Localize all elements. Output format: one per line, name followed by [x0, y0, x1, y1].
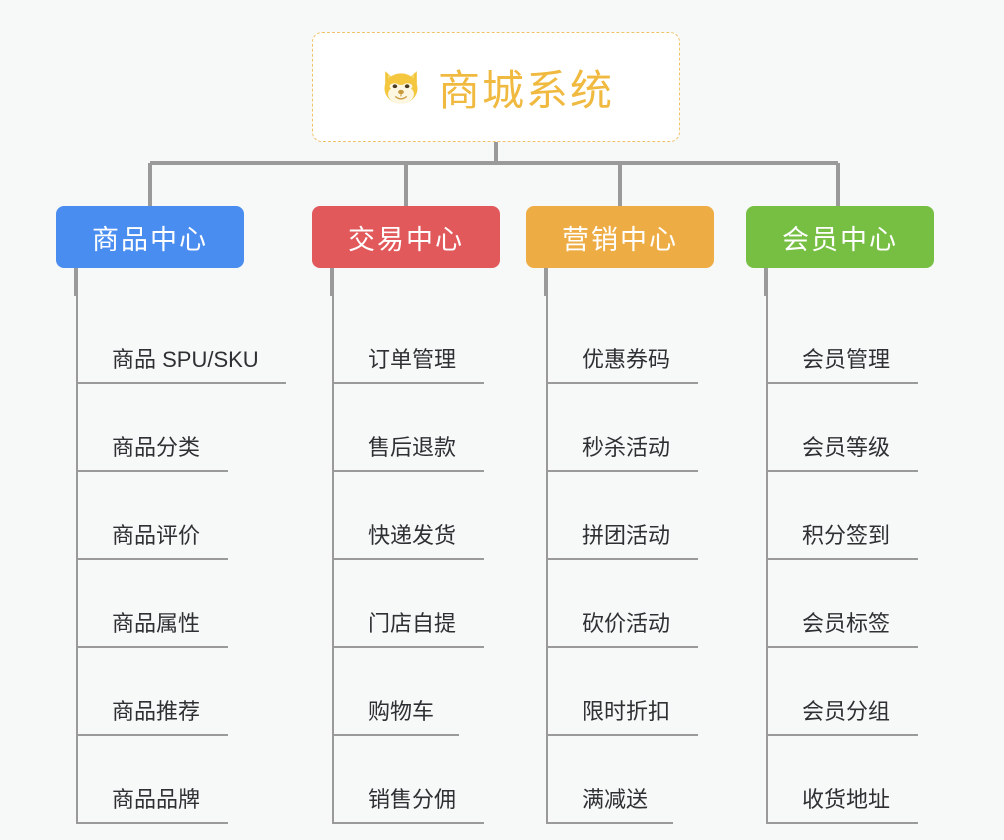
leaf-list-trade-center: 订单管理 售后退款 快递发货 门店自提 购物车 销售分佣 — [332, 296, 512, 824]
column-product-center: 商品中心 商品 SPU/SKU 商品分类 商品评价 商品属性 商品推荐 商品品牌 — [56, 206, 286, 824]
leaf-label: 商品推荐 — [112, 698, 201, 724]
root-node[interactable]: 商城系统 — [312, 32, 680, 142]
column-header-member-center[interactable]: 会员中心 — [746, 206, 934, 268]
list-item[interactable]: 积分签到 — [768, 472, 918, 560]
list-item[interactable]: 商品属性 — [78, 560, 228, 648]
leaf-label: 拼团活动 — [582, 522, 671, 548]
leaf-label: 购物车 — [368, 698, 435, 724]
leaf-label: 订单管理 — [368, 346, 457, 372]
leaf-label: 会员分组 — [802, 698, 891, 724]
leaf-label: 快递发货 — [368, 522, 457, 548]
leaf-label: 门店自提 — [368, 610, 457, 636]
leaf-label: 积分签到 — [802, 522, 891, 548]
list-item[interactable]: 砍价活动 — [548, 560, 698, 648]
leaf-list-marketing-center: 优惠券码 秒杀活动 拼团活动 砍价活动 限时折扣 满减送 — [546, 296, 726, 824]
list-item[interactable]: 快递发货 — [334, 472, 484, 560]
leaf-label: 商品分类 — [112, 434, 201, 460]
root-title: 商城系统 — [437, 66, 614, 114]
list-item[interactable]: 购物车 — [334, 648, 459, 736]
list-item[interactable]: 秒杀活动 — [548, 384, 698, 472]
column-header-marketing-center[interactable]: 营销中心 — [526, 206, 714, 268]
list-item[interactable]: 会员分组 — [768, 648, 918, 736]
list-item[interactable]: 优惠券码 — [548, 296, 698, 384]
list-item[interactable]: 商品 SPU/SKU — [78, 296, 286, 384]
leaf-label: 商品评价 — [112, 522, 201, 548]
list-item[interactable]: 会员管理 — [768, 296, 918, 384]
list-item[interactable]: 商品评价 — [78, 472, 228, 560]
dog-face-icon — [378, 64, 424, 110]
leaf-label: 限时折扣 — [582, 698, 671, 724]
column-member-center: 会员中心 会员管理 会员等级 积分签到 会员标签 会员分组 收货地址 — [746, 206, 946, 824]
leaf-label: 商品属性 — [112, 610, 201, 636]
leaf-label: 会员管理 — [802, 346, 891, 372]
list-item[interactable]: 商品分类 — [78, 384, 228, 472]
column-header-trade-center[interactable]: 交易中心 — [312, 206, 500, 268]
list-item[interactable]: 会员标签 — [768, 560, 918, 648]
list-item[interactable]: 商品品牌 — [78, 736, 228, 824]
leaf-label: 会员标签 — [802, 610, 891, 636]
list-item[interactable]: 会员等级 — [768, 384, 918, 472]
leaf-label: 优惠券码 — [582, 346, 671, 372]
list-item[interactable]: 限时折扣 — [548, 648, 698, 736]
list-item[interactable]: 门店自提 — [334, 560, 484, 648]
list-item[interactable]: 满减送 — [548, 736, 673, 824]
list-item[interactable]: 售后退款 — [334, 384, 484, 472]
leaf-label: 商品 SPU/SKU — [112, 346, 259, 372]
list-item[interactable]: 订单管理 — [334, 296, 484, 384]
list-item[interactable]: 销售分佣 — [334, 736, 484, 824]
leaf-label: 会员等级 — [802, 434, 891, 460]
leaf-label: 满减送 — [582, 786, 649, 812]
column-trade-center: 交易中心 订单管理 售后退款 快递发货 门店自提 购物车 销售分佣 — [312, 206, 512, 824]
column-header-product-center[interactable]: 商品中心 — [56, 206, 244, 268]
list-item[interactable]: 收货地址 — [768, 736, 918, 824]
leaf-label: 砍价活动 — [582, 610, 671, 636]
leaf-list-member-center: 会员管理 会员等级 积分签到 会员标签 会员分组 收货地址 — [766, 296, 946, 824]
list-item[interactable]: 商品推荐 — [78, 648, 228, 736]
leaf-list-product-center: 商品 SPU/SKU 商品分类 商品评价 商品属性 商品推荐 商品品牌 — [76, 296, 286, 824]
leaf-label: 商品品牌 — [112, 786, 201, 812]
leaf-label: 售后退款 — [368, 434, 457, 460]
leaf-label: 销售分佣 — [368, 786, 457, 812]
leaf-label: 秒杀活动 — [582, 434, 671, 460]
leaf-label: 收货地址 — [802, 786, 891, 812]
column-marketing-center: 营销中心 优惠券码 秒杀活动 拼团活动 砍价活动 限时折扣 满减送 — [526, 206, 726, 824]
list-item[interactable]: 拼团活动 — [548, 472, 698, 560]
